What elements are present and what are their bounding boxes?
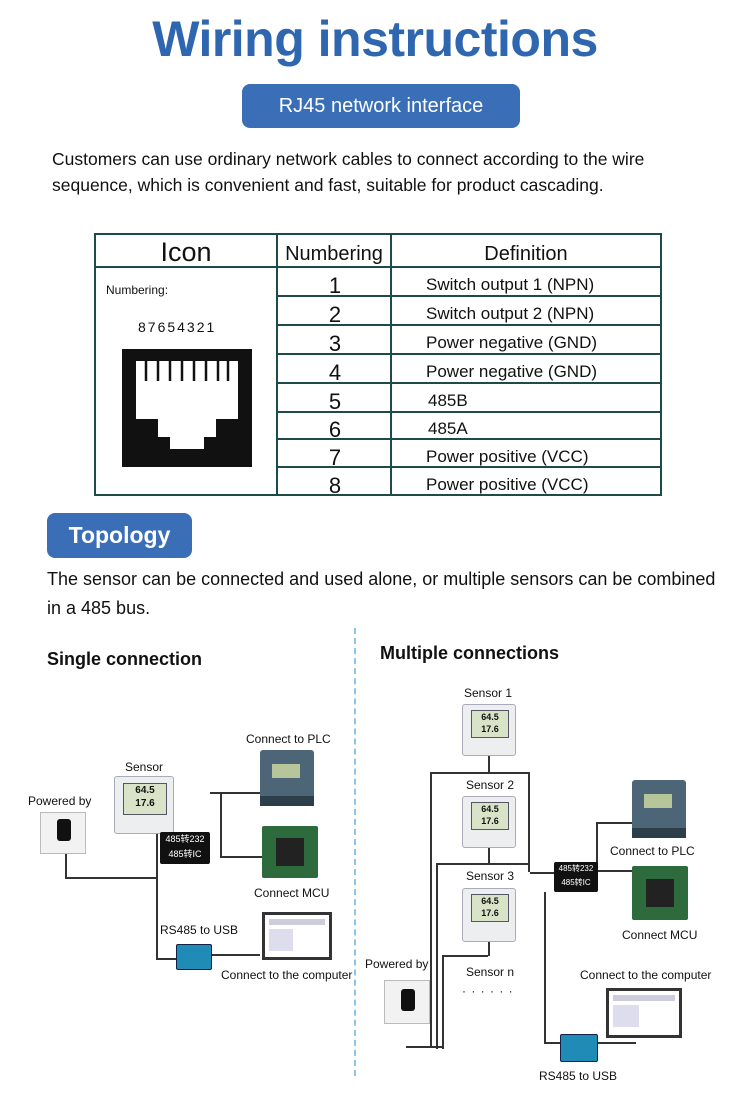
multi-sensor3-reading-1: 64.5 [481, 896, 499, 906]
pin-number-4: 4 [328, 360, 342, 385]
multi-power-adapter [384, 980, 430, 1024]
pin-number-8: 8 [328, 473, 342, 498]
pin-number-6: 6 [328, 417, 342, 442]
multi-plc-device [632, 780, 686, 838]
pin-definition-2: Switch output 2 (NPN) [426, 304, 595, 323]
header-numbering: Numbering [285, 243, 383, 265]
interface-badge: RJ45 network interface [242, 84, 520, 128]
multi-mcu-label: Connect MCU [622, 928, 698, 942]
multi-sensor2-device: 64.5 17.6 [462, 796, 516, 848]
single-connection-heading: Single connection [47, 649, 203, 669]
topology-description: The sensor can be connected and used alo… [47, 569, 716, 618]
single-power-adapter [40, 812, 86, 854]
multi-sensor-ellipsis: · · · · · · [462, 984, 514, 998]
topology-badge: Topology [47, 513, 192, 558]
pin-number-2: 2 [328, 302, 342, 327]
multi-mcu-board [632, 866, 688, 920]
multi-sensor2-reading-2: 17.6 [481, 816, 499, 826]
multi-computer-label: Connect to the computer [580, 968, 712, 982]
single-plc-label: Connect to PLC [246, 732, 331, 746]
pin-definition-6: 485A [428, 419, 468, 438]
multi-sensor1-reading-2: 17.6 [481, 724, 499, 734]
multi-sensor2-label: Sensor 2 [466, 778, 515, 792]
pin-definition-8: Power positive (VCC) [426, 475, 589, 494]
pin-definition-4: Power negative (GND) [426, 362, 598, 381]
rj45-jack-icon [122, 349, 252, 467]
header-icon: Icon [160, 237, 212, 267]
multi-chip-label-2: 485转IC [561, 878, 591, 887]
pin-number-7: 7 [328, 445, 342, 470]
icon-caption: Numbering: [106, 283, 169, 297]
single-plc-device [260, 750, 314, 806]
multi-sensor3-reading-2: 17.6 [481, 908, 499, 918]
pin-definition-7: Power positive (VCC) [426, 447, 589, 466]
single-computer-monitor [262, 912, 332, 960]
page-title: Wiring instructions [152, 11, 598, 67]
pin-definition-1: Switch output 1 (NPN) [426, 275, 595, 294]
single-sensor-device: 64.5 17.6 [114, 776, 174, 834]
single-powered-by-label: Powered by [28, 794, 92, 808]
multi-converter-chip: 485转232 485转IC [554, 862, 598, 892]
multi-powered-by-label: Powered by [365, 957, 429, 971]
pin-number-5: 5 [328, 389, 342, 414]
pin-number-3: 3 [328, 331, 342, 356]
multi-sensorn-label: Sensor n [466, 965, 515, 979]
multi-chip-label-1: 485转232 [558, 864, 594, 873]
single-chip-label-1: 485转232 [165, 834, 205, 844]
single-sensor-reading-1: 64.5 [135, 785, 155, 796]
single-sensor-reading-2: 17.6 [135, 798, 155, 809]
multi-sensor1-label: Sensor 1 [464, 686, 513, 700]
multi-rs485-label: RS485 to USB [539, 1069, 618, 1083]
pin-definition-table: Icon Numbering Definition Numbering: 876… [94, 233, 662, 498]
multi-rs485-adapter [560, 1034, 598, 1062]
single-sensor-label: Sensor [125, 760, 164, 774]
header-definition: Definition [484, 243, 568, 265]
multi-sensor1-device: 64.5 17.6 [462, 704, 516, 756]
multi-sensor2-reading-1: 64.5 [481, 804, 499, 814]
intro-text: Customers can use ordinary network cable… [52, 149, 645, 195]
pin-definition-5: 485B [428, 391, 468, 410]
pin-number-1: 1 [328, 273, 342, 298]
icon-pin-digits: 87654321 [138, 319, 217, 335]
single-rs485-adapter [176, 944, 212, 970]
single-rs485-label: RS485 to USB [160, 923, 239, 937]
multiple-connections-heading: Multiple connections [380, 643, 560, 663]
multi-sensor3-device: 64.5 17.6 [462, 888, 516, 942]
single-mcu-board [262, 826, 318, 878]
multi-sensor1-reading-1: 64.5 [481, 712, 499, 722]
single-chip-label-2: 485转IC [168, 849, 202, 859]
single-mcu-label: Connect MCU [254, 886, 330, 900]
section-divider [354, 628, 356, 1076]
multi-plc-label: Connect to PLC [610, 844, 695, 858]
single-converter-chip: 485转232 485转IC [160, 832, 210, 864]
multi-computer-monitor [606, 988, 682, 1038]
pin-definition-3: Power negative (GND) [426, 333, 598, 352]
single-computer-label: Connect to the computer [221, 968, 353, 982]
multi-sensor3-label: Sensor 3 [466, 869, 515, 883]
